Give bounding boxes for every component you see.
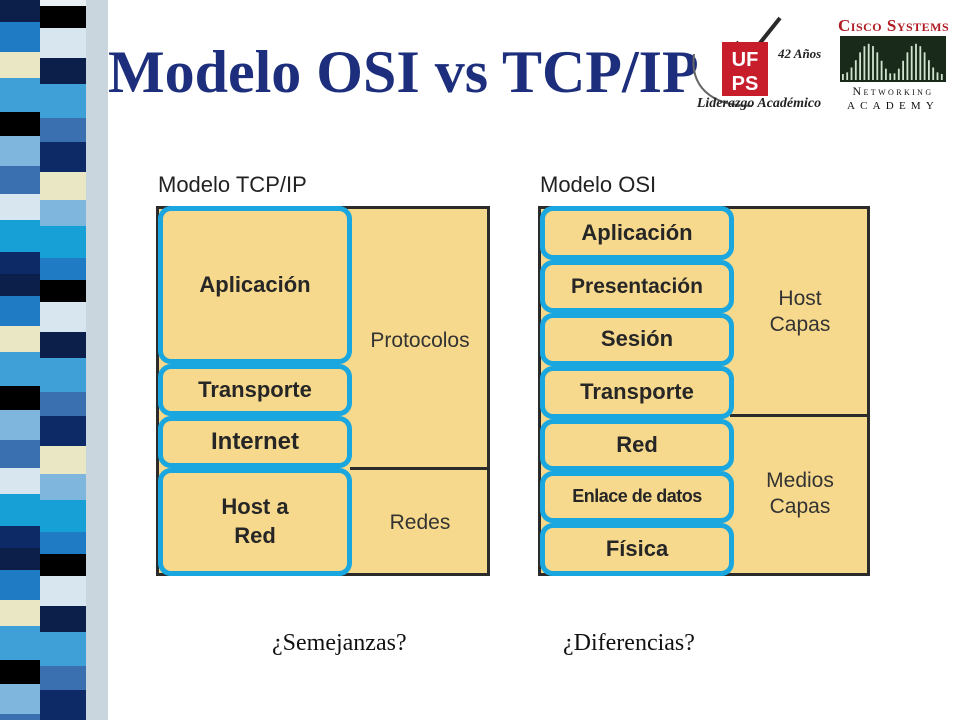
ufps-years: 42 Años: [778, 46, 822, 61]
cisco-networking: Networking: [852, 84, 934, 98]
question-semejanzas: ¿Semejanzas?: [272, 630, 407, 656]
cisco-bridge-icon: [840, 36, 946, 82]
osi-group-divider: [730, 414, 870, 417]
tcpip-heading: Modelo TCP/IP: [158, 172, 307, 197]
osi-layer-sesion: Sesión: [540, 313, 734, 366]
tcpip-group-protocolos: Protocolos: [370, 329, 470, 352]
osi-group-host-capas: Host Capas: [769, 287, 831, 337]
tcpip-layer-aplicacion: Aplicación: [158, 206, 352, 364]
osi-layer-fisica: Física: [540, 523, 734, 576]
ufps-letters-bottom: PS: [732, 73, 759, 95]
tcpip-group-divider: [350, 467, 490, 470]
tcpip-group-redes: Redes: [389, 511, 451, 534]
osi-layer-red: Red: [540, 419, 734, 471]
tcpip-layer-host-a-red: Host a Red: [158, 468, 352, 576]
tcpip-layer-transporte: Transporte: [158, 364, 352, 416]
decorative-stripe: [0, 0, 108, 720]
slide-title: Modelo OSI vs TCP/IP: [108, 39, 699, 105]
osi-layer-aplicacion: Aplicación: [540, 206, 734, 260]
question-diferencias: ¿Diferencias?: [563, 630, 695, 656]
ufps-letters-top: UF: [732, 49, 759, 71]
osi-heading: Modelo OSI: [540, 172, 657, 197]
osi-layer-enlace-de-datos: Enlace de datos: [540, 471, 734, 523]
ufps-logo: UF PS: [692, 16, 782, 107]
osi-layer-presentacion: Presentación: [540, 260, 734, 313]
osi-group-medios-capas: Medios Capas: [766, 469, 834, 519]
ufps-motto: Liderazgo Académico: [696, 96, 822, 111]
cisco-academy: ACADEMY: [846, 100, 939, 112]
cisco-name: Cisco Systems: [838, 16, 950, 35]
osi-layer-transporte: Transporte: [540, 366, 734, 419]
tcpip-layer-internet: Internet: [158, 416, 352, 468]
